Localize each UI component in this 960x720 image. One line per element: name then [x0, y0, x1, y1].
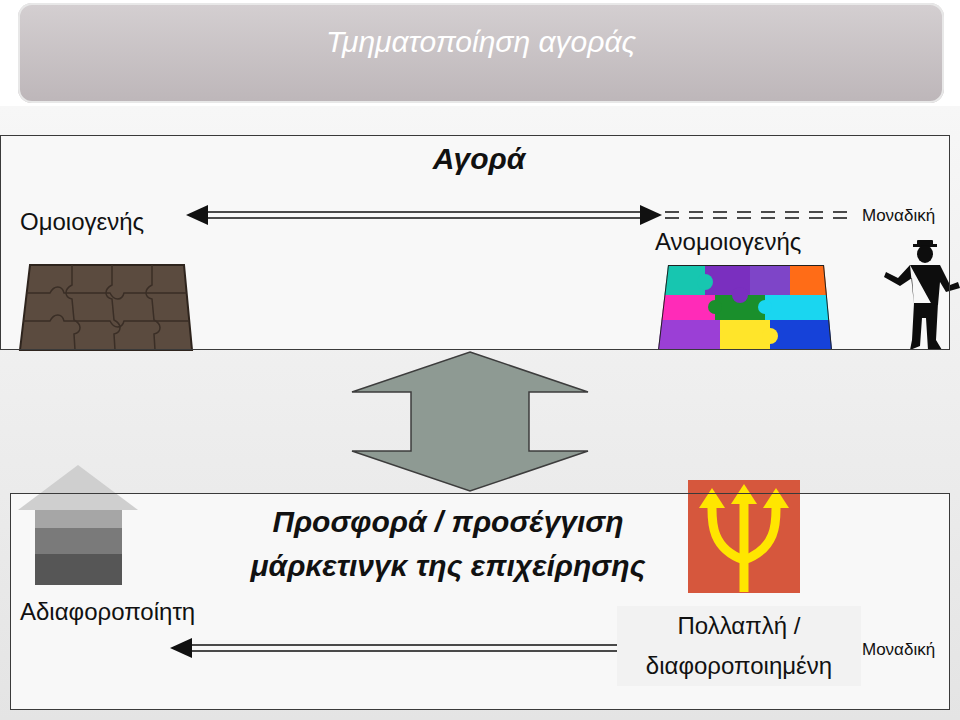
- block-arrow: [352, 352, 588, 491]
- step-arrow-icon: [18, 465, 138, 585]
- panel-heading: Προσφορά / προσέγγιση μάρκετινγκ της επι…: [213, 500, 683, 588]
- label: Ανομοιογενής: [655, 228, 801, 256]
- colored-puzzle: [655, 265, 835, 350]
- panel-ground: [0, 135, 950, 350]
- panel-ground: [10, 493, 950, 710]
- double-arrow: [186, 205, 662, 225]
- dashed-line: [665, 212, 855, 218]
- branching-arrows-icon: [688, 480, 800, 593]
- label: Πολλαπλή / διαφοροποιημένη: [617, 606, 861, 686]
- label: Μοναδική: [862, 206, 935, 226]
- double-arrow: [170, 638, 656, 658]
- label: Μοναδική: [862, 640, 935, 660]
- segment-panel: Αγορά: [0, 135, 950, 350]
- slide-ground: [0, 106, 960, 720]
- panel-heading: Αγορά: [329, 142, 629, 176]
- person-silhouette: [884, 240, 960, 350]
- title-bar: Τμηματοποίηση αγοράς: [18, 3, 944, 103]
- plain-puzzle: [20, 265, 200, 350]
- label: Αδιαφοροποίητη: [20, 598, 195, 626]
- label: Ομοιογενής: [20, 208, 144, 236]
